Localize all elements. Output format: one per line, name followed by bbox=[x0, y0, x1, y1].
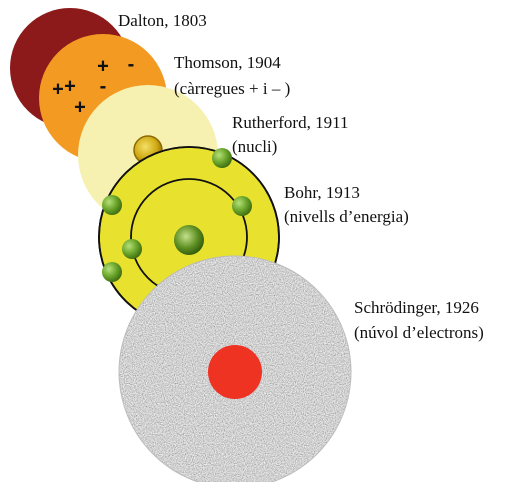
thomson-charge: + bbox=[97, 55, 109, 77]
rutherford-label: Rutherford, 1911 bbox=[232, 113, 348, 132]
schrodinger-note: (núvol d’electrons) bbox=[354, 323, 484, 342]
bohr-note: (nivells d’energia) bbox=[284, 207, 409, 226]
bohr-label: Bohr, 1913 bbox=[284, 183, 360, 202]
dalton-label: Dalton, 1803 bbox=[118, 11, 207, 30]
schrodinger-label: Schrödinger, 1926 bbox=[354, 298, 479, 317]
bohr-electron bbox=[232, 196, 252, 216]
thomson-label: Thomson, 1904 bbox=[174, 53, 281, 72]
bohr-nucleus bbox=[174, 225, 204, 255]
rutherford-note: (nucli) bbox=[232, 137, 277, 156]
thomson-note: (càrregues + i – ) bbox=[174, 79, 290, 98]
thomson-charge: - bbox=[128, 53, 135, 75]
thomson-charge: + bbox=[74, 96, 86, 118]
bohr-electron bbox=[102, 262, 122, 282]
thomson-charge: + bbox=[64, 75, 76, 97]
schrodinger-model bbox=[119, 256, 351, 482]
bohr-electron bbox=[122, 239, 142, 259]
thomson-charge: + bbox=[52, 78, 64, 100]
schrodinger-nucleus bbox=[208, 345, 262, 399]
bohr-electron bbox=[212, 148, 232, 168]
bohr-electron bbox=[102, 195, 122, 215]
